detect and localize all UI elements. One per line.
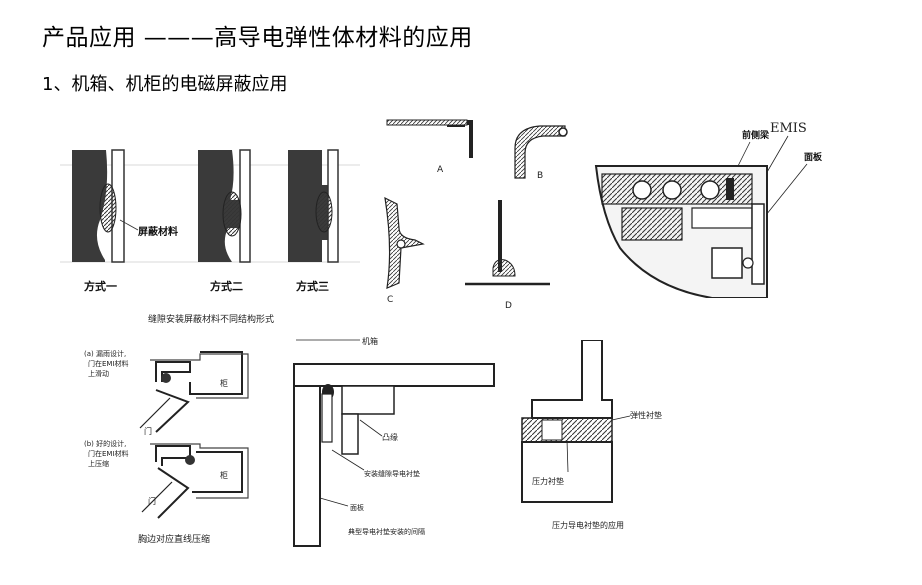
- door-label-b: 门: [148, 496, 156, 506]
- gasket-label: 安装缝隙导电衬垫: [364, 469, 420, 478]
- method-3-drawing: [288, 149, 339, 263]
- page-title: 产品应用 ———高导电弹性体材料的应用: [42, 25, 473, 51]
- emis-label: EMIS: [770, 121, 807, 136]
- door-label-a: 门: [144, 426, 152, 436]
- method-2-drawing: [198, 149, 251, 263]
- profile-b: [514, 125, 568, 179]
- frame-label-b: 柜: [220, 470, 228, 480]
- panel-label: 面板: [804, 151, 822, 163]
- enclosure-label: 机箱: [362, 336, 378, 346]
- note-b: (b) 好的设计, 门在EMI材料 上压缩: [84, 439, 129, 468]
- figure-gasket-installation: 机箱 凸缘 安装缝隙导电衬垫 面板 典型导电衬垫安装的间隔: [293, 336, 495, 547]
- note-a-line-2: 门在EMI材料: [88, 359, 129, 368]
- figure-emis-section: 前侧梁 EMIS 面板: [594, 121, 822, 298]
- note-b-line-2: 门在EMI材料: [88, 449, 129, 458]
- material-label: 屏蔽材料: [137, 225, 178, 238]
- figure-pressure-gasket: 弹性衬垫 压力衬垫 压力导电衬垫的应用: [521, 340, 662, 530]
- profile-b-label: B: [537, 171, 543, 181]
- method-2-label: 方式二: [210, 279, 243, 293]
- frame-label-a: 柜: [220, 378, 228, 388]
- method-1-label: 方式一: [84, 279, 117, 293]
- figure-gasket-profiles: A B C D: [384, 119, 568, 311]
- profile-d: [465, 200, 550, 286]
- profile-d-label: D: [505, 301, 512, 311]
- pressure-gasket-label: 压力衬垫: [532, 476, 564, 486]
- front-beam-label: 前侧梁: [742, 129, 770, 141]
- figure-1-caption: 缝隙安装屏蔽材料不同结构形式: [148, 313, 274, 325]
- figure-door-compression: (a) 漏雨设计, 门在EMI材料 上滑动 门 柜 (b) 好的设计, 门在EM…: [84, 349, 249, 545]
- note-a: (a) 漏雨设计, 门在EMI材料 上滑动: [84, 349, 129, 378]
- elastic-gasket-label: 弹性衬垫: [630, 410, 662, 420]
- figure-5-caption: 典型导电衬垫安装的间隔: [348, 527, 425, 536]
- figure-installation-methods: 屏蔽材料 方式一 方式二 方式三 缝隙安装屏蔽材料不同结构形式: [60, 149, 360, 325]
- profile-a-label: A: [437, 165, 444, 175]
- method-3-label: 方式三: [296, 279, 329, 293]
- boss-label: 凸缘: [382, 432, 398, 442]
- profile-c-label: C: [387, 295, 393, 305]
- panel-label: 面板: [350, 503, 364, 512]
- note-b-line-1: (b) 好的设计,: [84, 439, 126, 448]
- section-heading: 1、机箱、机柜的电磁屏蔽应用: [42, 74, 288, 95]
- method-1-drawing: [72, 149, 139, 263]
- figure-6-caption: 压力导电衬垫的应用: [552, 520, 624, 530]
- note-a-line-1: (a) 漏雨设计,: [84, 349, 126, 358]
- profile-a: [386, 119, 473, 158]
- note-b-line-3: 上压缩: [88, 459, 109, 468]
- note-a-line-3: 上滑动: [88, 369, 109, 378]
- figure-4-caption: 胸边对应直线压缩: [138, 533, 210, 545]
- profile-c: [384, 196, 425, 289]
